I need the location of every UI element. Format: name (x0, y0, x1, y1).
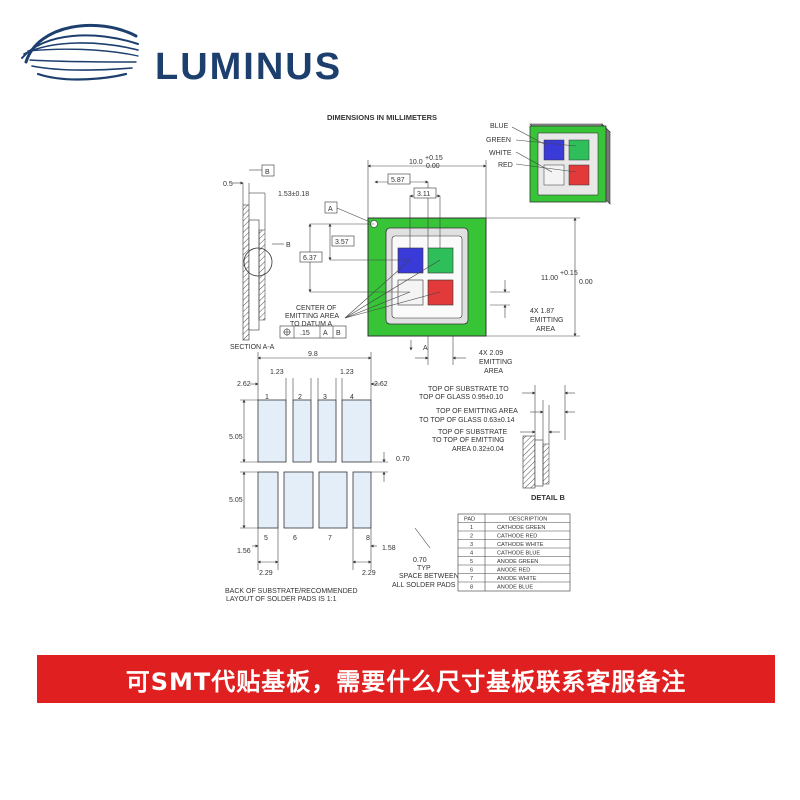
pad-table-cell-pad: 3 (470, 542, 473, 548)
pad-table-text: PAD DESCRIPTION 1 CATHODE GREEN 2 CATHOD… (464, 517, 547, 591)
dim-height-tol-lo: 0.00 (579, 279, 593, 286)
pad-table-cell-description: ANODE WHITE (497, 576, 537, 582)
pad-table-cell-description: ANODE RED (497, 568, 530, 574)
luminus-logo: LUMINUS (18, 18, 398, 88)
dim-width-tol-lo: 0.00 (426, 163, 440, 170)
legend-blue: BLUE (490, 123, 509, 130)
dim-637: 6.37 (303, 255, 317, 262)
pad-number: 7 (328, 535, 332, 542)
package-top-view (279, 160, 580, 365)
promo-banner: 可SMT代贴基板，需要什么尺寸基板联系客服备注 (37, 655, 775, 703)
pad-table-cell-description: CATHODE GREEN (497, 525, 545, 531)
pad-table-cell-description: CATHODE RED (497, 534, 537, 540)
dim-height-tol-hi: +0.15 (560, 270, 578, 277)
pad-dim-262-left: 2.62 (237, 381, 251, 388)
pad-dim-229-right: 2.29 (362, 570, 376, 577)
drawing-title: DIMENSIONS IN MILLIMETERS (327, 113, 437, 122)
pad-table-cell-description: CATHODE WHITE (497, 542, 544, 548)
pad-dim-123-right: 1.23 (340, 369, 354, 376)
pad-table-header-description: DESCRIPTION (509, 517, 547, 523)
dim-width: 10.0 (409, 159, 423, 166)
pad-table-cell-pad: 5 (470, 559, 473, 565)
package-3d-view (511, 123, 611, 205)
emit-height-3: AREA (484, 368, 503, 375)
center-note-2: EMITTING AREA (285, 313, 339, 320)
space-note-1: 0.70 (413, 557, 427, 564)
pad-number: 2 (298, 394, 302, 401)
luminus-swoosh-icon (21, 23, 139, 81)
pad-number: 6 (293, 535, 297, 542)
pad-number: 1 (265, 394, 269, 401)
dimension-drawing: DIMENSIONS IN MILLIMETERS BLUE GREEN WHI… (223, 113, 611, 603)
fcf-datum-a: A (323, 330, 328, 337)
center-note-3: TO DATUM A (290, 321, 332, 328)
pad-table-cell-pad: 2 (470, 534, 473, 540)
dim-height: 11.00 (541, 275, 558, 282)
space-note-3: SPACE BETWEEN (399, 573, 459, 580)
section-cut-a: A (423, 345, 428, 352)
emit-height-1: 4X 2.09 (479, 350, 503, 357)
pad-table-header-pad: PAD (464, 517, 475, 523)
pad-table-cell-description: CATHODE BLUE (497, 551, 540, 557)
emit-width-1: 4X 1.87 (530, 308, 554, 315)
fcf-tolerance: .15 (300, 330, 310, 337)
pad-dim-262-right: 2.62 (374, 381, 388, 388)
solder-pad-layout (240, 352, 431, 570)
detail-note-3a: TOP OF SUBSTRATE (438, 429, 508, 436)
detail-note-1b: TOP OF GLASS 0.95±0.10 (419, 394, 503, 401)
pad-table-cell-pad: 7 (470, 576, 473, 582)
datum-a: A (328, 206, 333, 213)
dim-311: 3.11 (417, 191, 430, 198)
pad-table-cell-pad: 1 (470, 525, 473, 531)
pad-number: 5 (264, 535, 268, 542)
detail-note-3c: AREA 0.32±0.04 (452, 446, 504, 453)
pad-dim-505-top: 5.05 (229, 434, 243, 441)
pad-number: 3 (323, 394, 327, 401)
pad-dim-158: 1.58 (382, 545, 396, 552)
dim-357: 3.57 (335, 239, 349, 246)
emit-width-2: EMITTING (530, 317, 563, 324)
fcf-datum-b: B (336, 330, 341, 337)
back-note-1: BACK OF SUBSTRATE/RECOMMENDED (225, 588, 358, 595)
detail-note-1a: TOP OF SUBSTRATE TO (428, 386, 509, 393)
pad-dim-505-bottom: 5.05 (229, 497, 243, 504)
pad-table-cell-description: ANODE GREEN (497, 559, 538, 565)
legend-white: WHITE (489, 150, 512, 157)
pad-table (457, 513, 571, 592)
detail-note-3b: TO TOP OF EMITTING (432, 437, 505, 444)
detail-b-view (520, 385, 575, 489)
detail-b-label: DETAIL B (531, 493, 565, 502)
section-label: SECTION A-A (230, 344, 275, 351)
pad-dim-98: 9.8 (308, 351, 318, 358)
legend-green: GREEN (486, 137, 511, 144)
emit-width-3: AREA (536, 326, 555, 333)
detail-note-2a: TOP OF EMITTING AREA (436, 408, 518, 415)
datum-b-box: B (265, 169, 270, 176)
promo-banner-text: 可SMT代贴基板，需要什么尺寸基板联系客服备注 (125, 667, 687, 696)
space-note-2: TYP (417, 565, 431, 572)
pad-number: 8 (366, 535, 370, 542)
section-dim-05: 0.5 (223, 181, 233, 188)
center-note-1: CENTER OF (296, 305, 336, 312)
callout-b: B (286, 242, 291, 249)
emit-height-2: EMITTING (479, 359, 512, 366)
detail-note-2b: TO TOP OF GLASS 0.63±0.14 (419, 417, 515, 424)
dim-width-tol-hi: +0.15 (425, 155, 443, 162)
dim-587: 5.87 (391, 177, 405, 184)
legend-red: RED (498, 162, 513, 169)
pad-table-cell-description: ANODE BLUE (497, 585, 533, 591)
pad-dim-070: 0.70 (396, 456, 410, 463)
section-a-a-view (232, 164, 284, 341)
pad-dim-123-left: 1.23 (270, 369, 284, 376)
brand-name: LUMINUS (155, 46, 343, 88)
pad-number: 4 (350, 394, 354, 401)
pad-table-cell-pad: 4 (470, 551, 473, 557)
pad-dim-156: 1.56 (237, 548, 251, 555)
space-note-4: ALL SOLDER PADS (392, 582, 456, 589)
pad-table-cell-pad: 6 (470, 568, 473, 574)
back-note-2: LAYOUT OF SOLDER PADS IS 1:1 (226, 596, 337, 603)
pad-dim-229-left: 2.29 (259, 570, 273, 577)
section-dim-153: 1.53±0.18 (278, 191, 309, 198)
pad-table-cell-pad: 8 (470, 585, 473, 591)
